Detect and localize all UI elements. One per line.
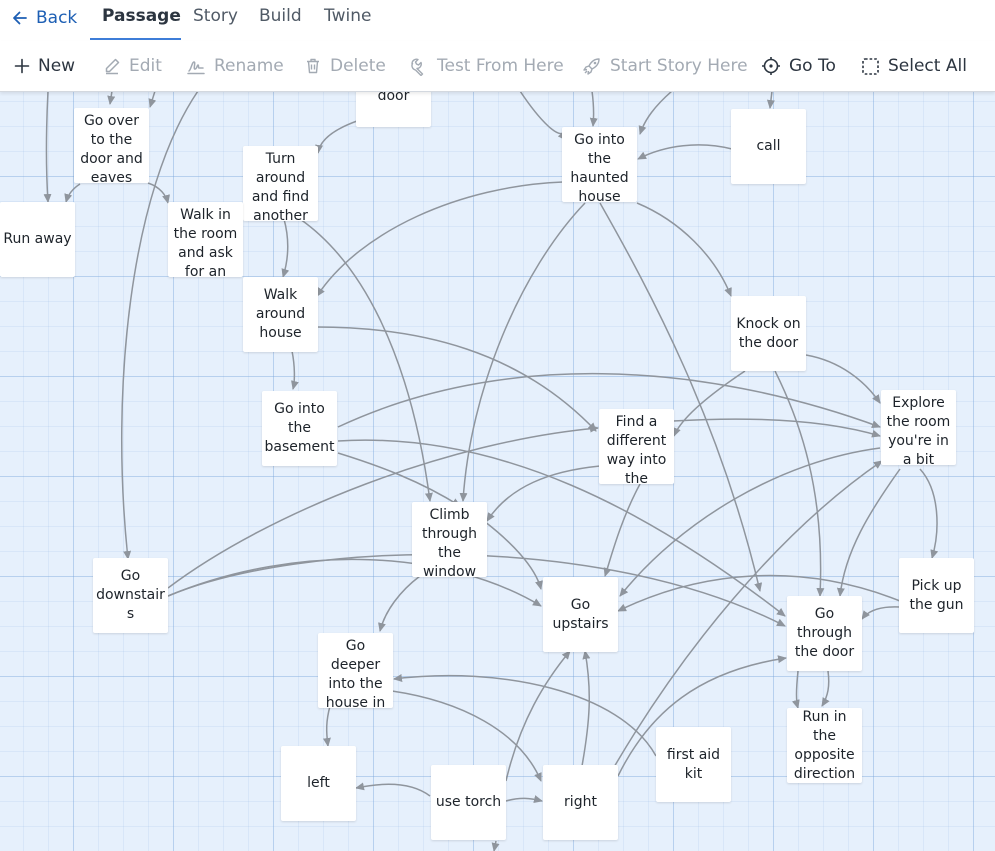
rename-label: Rename [214,56,284,76]
select-all-button[interactable]: Select All [861,55,967,77]
select-all-label: Select All [888,56,967,76]
passage-go-through[interactable]: Go through the door [787,596,862,671]
test-from-here-label: Test From Here [437,56,564,76]
passage-title: Go deeper into the house in [325,638,386,708]
passage-run-opposite[interactable]: Run in the opposite direction [787,708,862,783]
passage-title: Go over to the door and eaves [80,113,143,183]
passage-title: Run away [3,231,72,247]
passage-find-way[interactable]: Find a different way into the house [599,409,674,484]
passage-title: Go upstairs [552,596,609,632]
tab-twine[interactable]: Twine [324,6,372,26]
passage-title: Turn around and find another [251,151,310,221]
passage-title: call [756,138,781,154]
top-bar: Back Passage Story Build Twine [0,0,995,42]
passage-links [43,91,939,851]
new-button[interactable]: New [14,55,75,77]
arrow-left-icon [13,11,27,25]
passage-turn-around[interactable]: Turn around and find another [243,146,318,221]
passage-title: first aid kit [666,746,721,782]
passage-knock[interactable]: Knock on the door [731,296,806,371]
plus-icon [14,58,30,74]
select-all-icon [862,57,879,75]
passage-title: left [307,775,330,791]
passage-title: right [564,794,597,810]
passage-climb[interactable]: Climb through the window [412,502,487,577]
passage-title: Go into the haunted house [570,132,629,202]
active-tab-indicator [90,38,181,40]
passage-explore[interactable]: Explore the room you're in a bit more [881,390,956,465]
passage-title: use torch [435,794,502,810]
start-story-here-label: Start Story Here [610,56,748,76]
passage-title: Go into the basement [264,401,335,455]
test-from-here-button[interactable]: Test From Here [409,55,564,77]
delete-button[interactable]: Delete [304,55,386,77]
passage-pick-gun[interactable]: Pick up the gun [899,558,974,633]
tab-story[interactable]: Story [193,6,238,26]
passage-first-aid[interactable]: first aid kit [656,727,731,802]
new-label: New [38,56,76,76]
passage-title: Knock on the door [736,315,801,351]
pencil-icon [105,58,120,75]
passage-walk-around[interactable]: Walk around house [243,277,318,352]
tool-icon [411,58,424,76]
trash-icon [307,58,319,74]
passage-left[interactable]: left [281,746,356,821]
passage-title: Explore the room you're in a bit more [886,395,951,465]
rocket-icon [583,58,600,75]
passage-title: Find a different way into the house [606,414,667,484]
passage-title: Run in the opposite direction [793,708,856,782]
passage-right[interactable]: right [543,765,618,840]
passage-title: Go downstair s [96,568,165,622]
passage-door[interactable]: door [356,91,431,127]
back-button[interactable]: Back [12,6,77,30]
passage-run-away[interactable]: Run away [0,202,75,277]
passage-use-torch[interactable]: use torch [431,765,506,840]
start-story-here-button[interactable]: Start Story Here [582,55,748,77]
tab-build[interactable]: Build [259,6,302,26]
story-map-canvas[interactable]: door Go over to the door and eaves Turn … [0,91,995,851]
go-to-label: Go To [789,56,836,76]
passage-go-deeper[interactable]: Go deeper into the house in [318,633,393,708]
go-to-button[interactable]: Go To [761,55,836,77]
passage-title: door [377,91,410,104]
passage-call[interactable]: call [731,109,806,184]
edit-label: Edit [129,56,162,76]
passage-go-over[interactable]: Go over to the door and eaves [74,108,149,183]
passage-go-basement[interactable]: Go into the basement [262,391,337,466]
delete-label: Delete [330,56,386,76]
passage-title: Climb through the window [421,507,477,577]
tab-passage[interactable]: Passage [102,6,181,26]
passage-title: Walk in the room and ask for an [173,207,238,277]
passage-go-downstairs[interactable]: Go downstair s [93,558,168,633]
passage-go-into-haunted[interactable]: Go into the haunted house [562,127,637,202]
passage-walk-in-room[interactable]: Walk in the room and ask for an [168,202,243,277]
signature-icon [187,61,205,75]
passage-go-upstairs[interactable]: Go upstairs [543,577,618,652]
crosshair-icon [762,57,780,75]
back-label: Back [36,8,78,28]
edit-button[interactable]: Edit [103,55,162,77]
passage-title: Walk around house [255,287,306,341]
passage-title: Pick up the gun [909,577,964,613]
toolbar: New Edit Rename Delete Test From Here St… [0,41,995,92]
rename-button[interactable]: Rename [186,55,284,77]
passage-title: Go through the door [794,606,855,660]
